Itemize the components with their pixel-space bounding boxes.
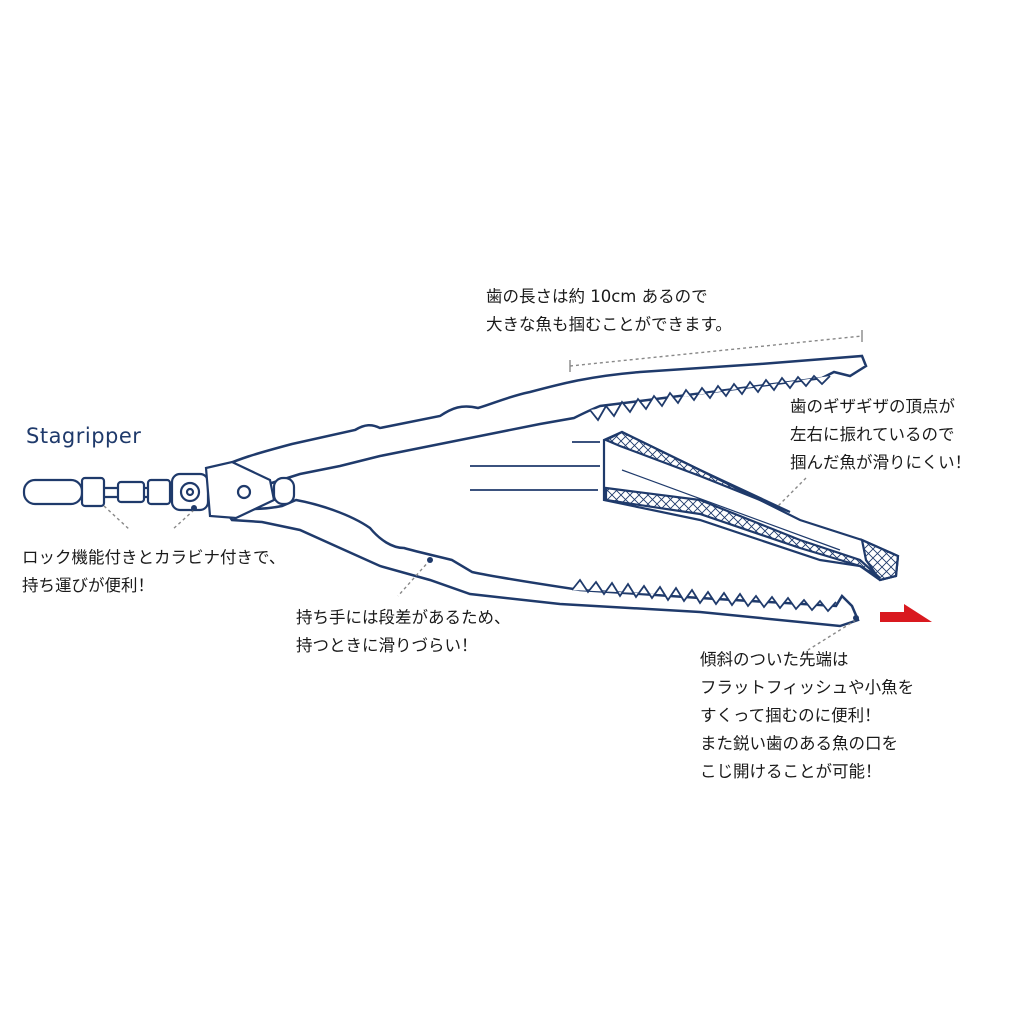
callout-line: こじ開けることが可能！	[700, 762, 882, 781]
callout-teeth-length: 歯の長さは約 10cm あるので 大きな魚も掴むことができます。	[486, 283, 732, 339]
hinge	[204, 460, 296, 520]
leader-dot-handle	[427, 557, 433, 563]
leader-dot-lock	[191, 505, 197, 511]
upper-jaw	[210, 354, 868, 500]
motion-lines	[470, 441, 600, 491]
callout-line: 持ち運びが便利！	[22, 576, 154, 595]
callout-line: 左右に振れているので	[790, 425, 955, 444]
callout-lock: ロック機能付きとカラビナ付きで、 持ち運びが便利！	[22, 544, 285, 600]
lower-teeth	[571, 578, 837, 613]
callout-line: フラットフィッシュや小魚を	[700, 678, 915, 697]
callout-line: 掴んだ魚が滑りにくい！	[790, 453, 972, 472]
carabiner	[22, 472, 210, 512]
brand-name: Stagripper	[26, 424, 142, 448]
upper-teeth	[589, 374, 831, 422]
callout-handle: 持ち手には段差があるため、 持つときに滑りづらい！	[296, 604, 511, 660]
leader-lines	[103, 330, 863, 651]
callout-line: ロック機能付きとカラビナ付きで、	[22, 548, 286, 567]
callout-tip: 傾斜のついた先端は フラットフィッシュや小魚を すくって掴むのに便利！ また鋭い…	[700, 646, 914, 786]
direction-arrow	[880, 604, 932, 622]
callout-line: 持つときに滑りづらい！	[296, 636, 478, 655]
callout-line: また鋭い歯のある魚の口を	[700, 734, 898, 753]
leader-dot-tip	[853, 615, 859, 621]
callout-line: 傾斜のついた先端は	[700, 650, 849, 669]
lower-jaw	[219, 498, 860, 628]
callout-line: 歯のギザギザの頂点が	[790, 397, 955, 416]
tooth-detail-inset	[602, 430, 900, 582]
callout-line: すくって掴むのに便利！	[700, 706, 881, 725]
callout-line: 歯の長さは約 10cm あるので	[486, 287, 708, 306]
callout-serration: 歯のギザギザの頂点が 左右に振れているので 掴んだ魚が滑りにくい！	[790, 393, 971, 477]
callout-line: 持ち手には段差があるため、	[296, 608, 511, 627]
callout-line: 大きな魚も掴むことができます。	[486, 315, 732, 334]
